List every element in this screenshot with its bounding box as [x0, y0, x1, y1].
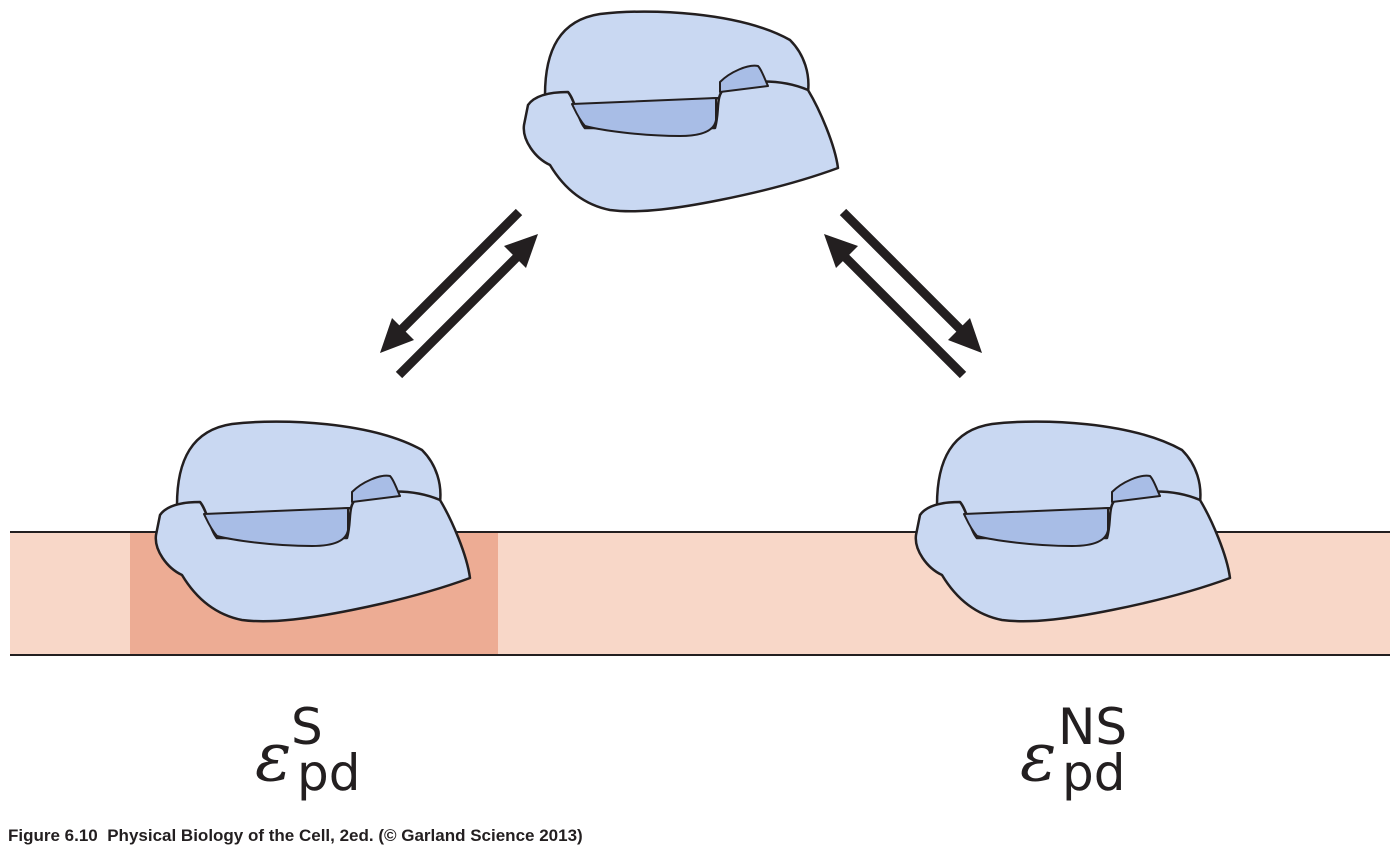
arrow-from-specific	[395, 250, 524, 379]
protein-free	[522, 10, 840, 213]
arrow-to-nonspecific	[839, 208, 968, 337]
arrowhead-from-specific	[504, 234, 538, 268]
protein-nonspecific-bound	[914, 420, 1232, 623]
energy-label-nonspecific: ε NS pd	[1020, 700, 1150, 810]
subscript-pd: pd	[297, 744, 361, 802]
arrow-to-specific	[394, 208, 523, 337]
figure-source: Physical Biology of the Cell, 2ed. (© Ga…	[107, 826, 583, 845]
protein-specific-bound	[154, 420, 472, 623]
equilibrium-arrows-nonspecific	[824, 208, 982, 379]
figure-caption: Figure 6.10 Physical Biology of the Cell…	[8, 826, 583, 846]
arrowhead-to-nonspecific	[948, 318, 982, 353]
epsilon-symbol: ε	[1020, 718, 1057, 797]
figure-number: Figure 6.10	[8, 826, 98, 845]
superscript-s: S	[291, 698, 323, 756]
arrowhead-from-nonspecific	[824, 234, 858, 268]
epsilon-symbol: ε	[255, 718, 292, 797]
subscript-pd: pd	[1062, 744, 1126, 802]
superscript-ns: NS	[1058, 698, 1128, 756]
arrow-from-nonspecific	[838, 250, 967, 379]
equilibrium-arrows-specific	[380, 208, 538, 379]
energy-label-specific: ε S pd	[255, 700, 385, 810]
arrowhead-to-specific	[380, 318, 414, 353]
